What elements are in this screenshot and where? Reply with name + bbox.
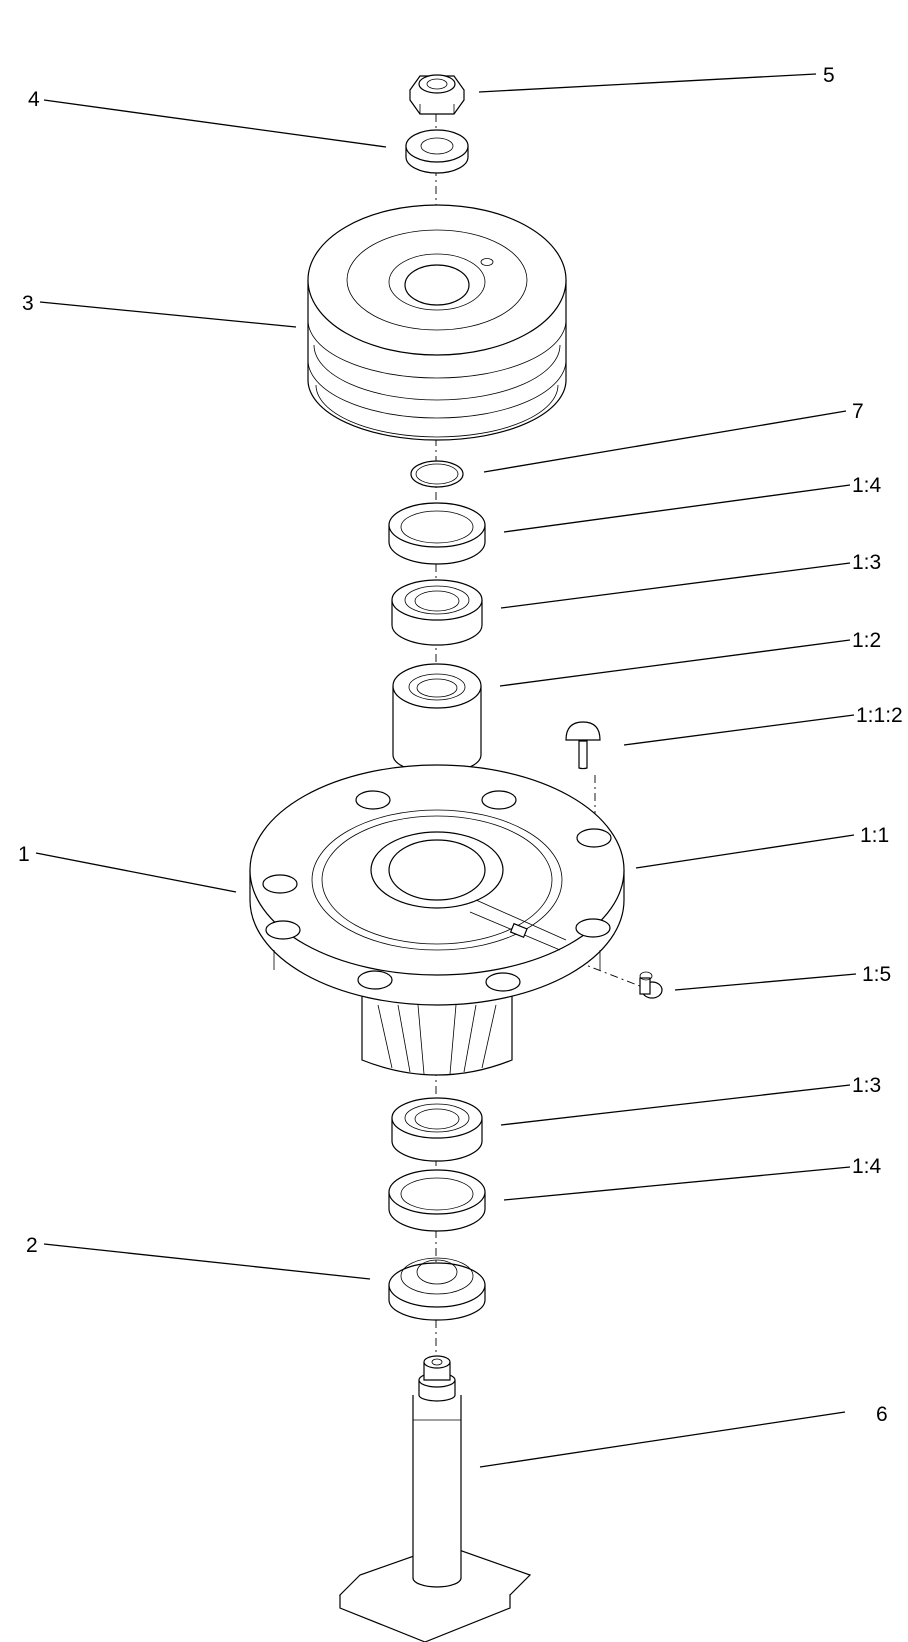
callout-6: 6 [876, 1403, 888, 1426]
leader-1-4a [503, 484, 851, 533]
lower-seal-part [388, 1169, 486, 1232]
fitting-axis [559, 954, 651, 991]
callout-7: 7 [852, 400, 864, 423]
grease-fitting-part [639, 971, 663, 999]
leader-1-2 [499, 639, 851, 687]
callout-1-4b: 1:4 [852, 1155, 882, 1178]
leader-5 [478, 73, 817, 93]
callout-2: 2 [26, 1234, 38, 1257]
pulley-part [307, 204, 567, 441]
upper-bearing-part [391, 579, 483, 646]
lower-bearing-part [391, 1097, 483, 1162]
nut-part [409, 74, 465, 115]
callout-1-2: 1:2 [852, 629, 881, 652]
callout-5: 5 [823, 64, 835, 87]
callout-1-3a: 1:3 [852, 551, 881, 574]
spacer-part [392, 663, 482, 774]
callout-4: 4 [28, 88, 40, 111]
dust-cap-part [388, 1257, 486, 1321]
spindle-shaft-part [338, 1355, 532, 1642]
leader-1-3a [500, 562, 851, 609]
washer-part [405, 129, 469, 174]
leader-6 [479, 1411, 846, 1468]
leader-7 [483, 410, 847, 473]
callout-1-1: 1:1 [860, 824, 889, 847]
spindle-housing-part [249, 764, 625, 1076]
leader-1-4b [503, 1166, 851, 1201]
leader-4 [43, 99, 387, 148]
upper-seal-part [388, 502, 486, 565]
callout-1-3b: 1:3 [852, 1074, 881, 1097]
o-ring-part [410, 460, 464, 488]
leader-1-5 [674, 973, 857, 991]
leader-1-3b [500, 1084, 851, 1126]
leader-3 [39, 301, 297, 328]
plug-part [565, 721, 601, 770]
leader-2 [43, 1243, 371, 1280]
leader-1-1 [635, 834, 855, 869]
leader-1-1-2 [623, 714, 855, 746]
callout-1: 1 [18, 843, 30, 866]
leader-1 [35, 852, 237, 893]
callout-1-4a: 1:4 [852, 474, 882, 497]
callout-1-5: 1:5 [862, 963, 891, 986]
callout-1-1-2: 1:1:2 [856, 704, 903, 727]
callout-3: 3 [22, 292, 34, 315]
